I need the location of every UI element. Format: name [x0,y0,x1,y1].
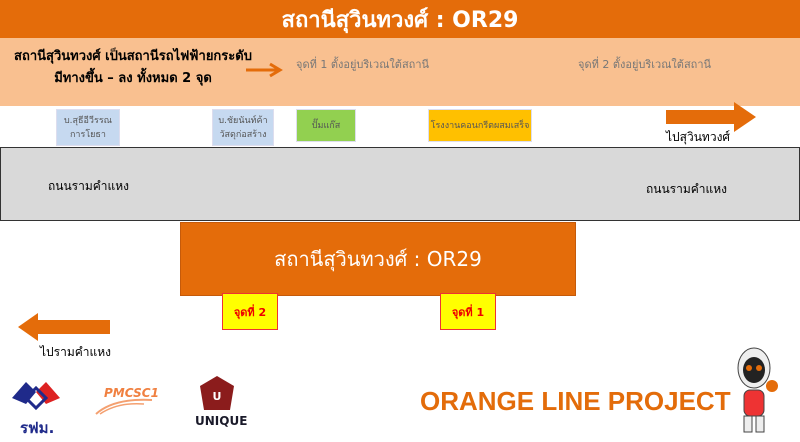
exit-1-badge[interactable]: จุดที่ 1 [440,293,496,330]
point2-text: จุดที่ 2 ตั้งอยู่บริเวณใต้สถานี [578,58,712,71]
info-band [0,38,800,106]
mascot-icon [737,347,778,433]
srt-logo-icon [12,382,60,411]
svg-text:U: U [213,390,222,403]
landmark-suthee: บ.สุธีอีวีรรณการโยธา [56,109,120,146]
exit-2-badge[interactable]: จุดที่ 2 [222,293,278,330]
srt-logo-text: รฟม. [20,419,55,437]
info-line2: มีทางขึ้น – ลง ทั้งหมด 2 จุด [54,71,212,86]
landmark-gas-station: ปั๊มแก๊ส [296,109,356,142]
pmcsc-swoosh-icon [95,398,153,415]
road-label-right: ถนนรามคำแหง [646,182,728,196]
direction-ramkhamhaeng: ไปรามคำแหง [40,345,112,359]
project-title: ORANGE LINE PROJECT [420,386,731,416]
unique-logo-icon: U [200,376,234,410]
arrow-right-icon [246,62,283,78]
station-label: สถานีสุวินทวงศ์ : OR29 [180,222,576,296]
info-description: สถานีสุวินทวงศ์ เป็นสถานีรถไฟฟ้ายกระดับ … [8,46,258,90]
road-label-left: ถนนรามคำแหง [48,179,130,193]
direction-suwinthawong: ไปสุวินทวงศ์ [666,130,731,144]
arrow-right-icon [666,102,756,132]
header-title: สถานีสุวินทวงศ์ : OR29 [0,0,800,38]
landmark-chaiyanan: บ.ชัยนันท์ค้าวัสดุก่อสร้าง [212,109,274,146]
pmcsc-logo: PMCSC1 [104,386,159,400]
road [0,147,800,221]
landmark-concrete-plant: โรงงานคอนกรีตผสมเสร็จ [428,109,532,142]
arrow-left-icon [18,313,110,341]
point1-text: จุดที่ 1 ตั้งอยู่บริเวณใต้สถานี [296,58,430,71]
info-line1: สถานีสุวินทวงศ์ เป็นสถานีรถไฟฟ้ายกระดับ [14,49,252,64]
unique-logo-text: UNIQUE [195,414,248,428]
